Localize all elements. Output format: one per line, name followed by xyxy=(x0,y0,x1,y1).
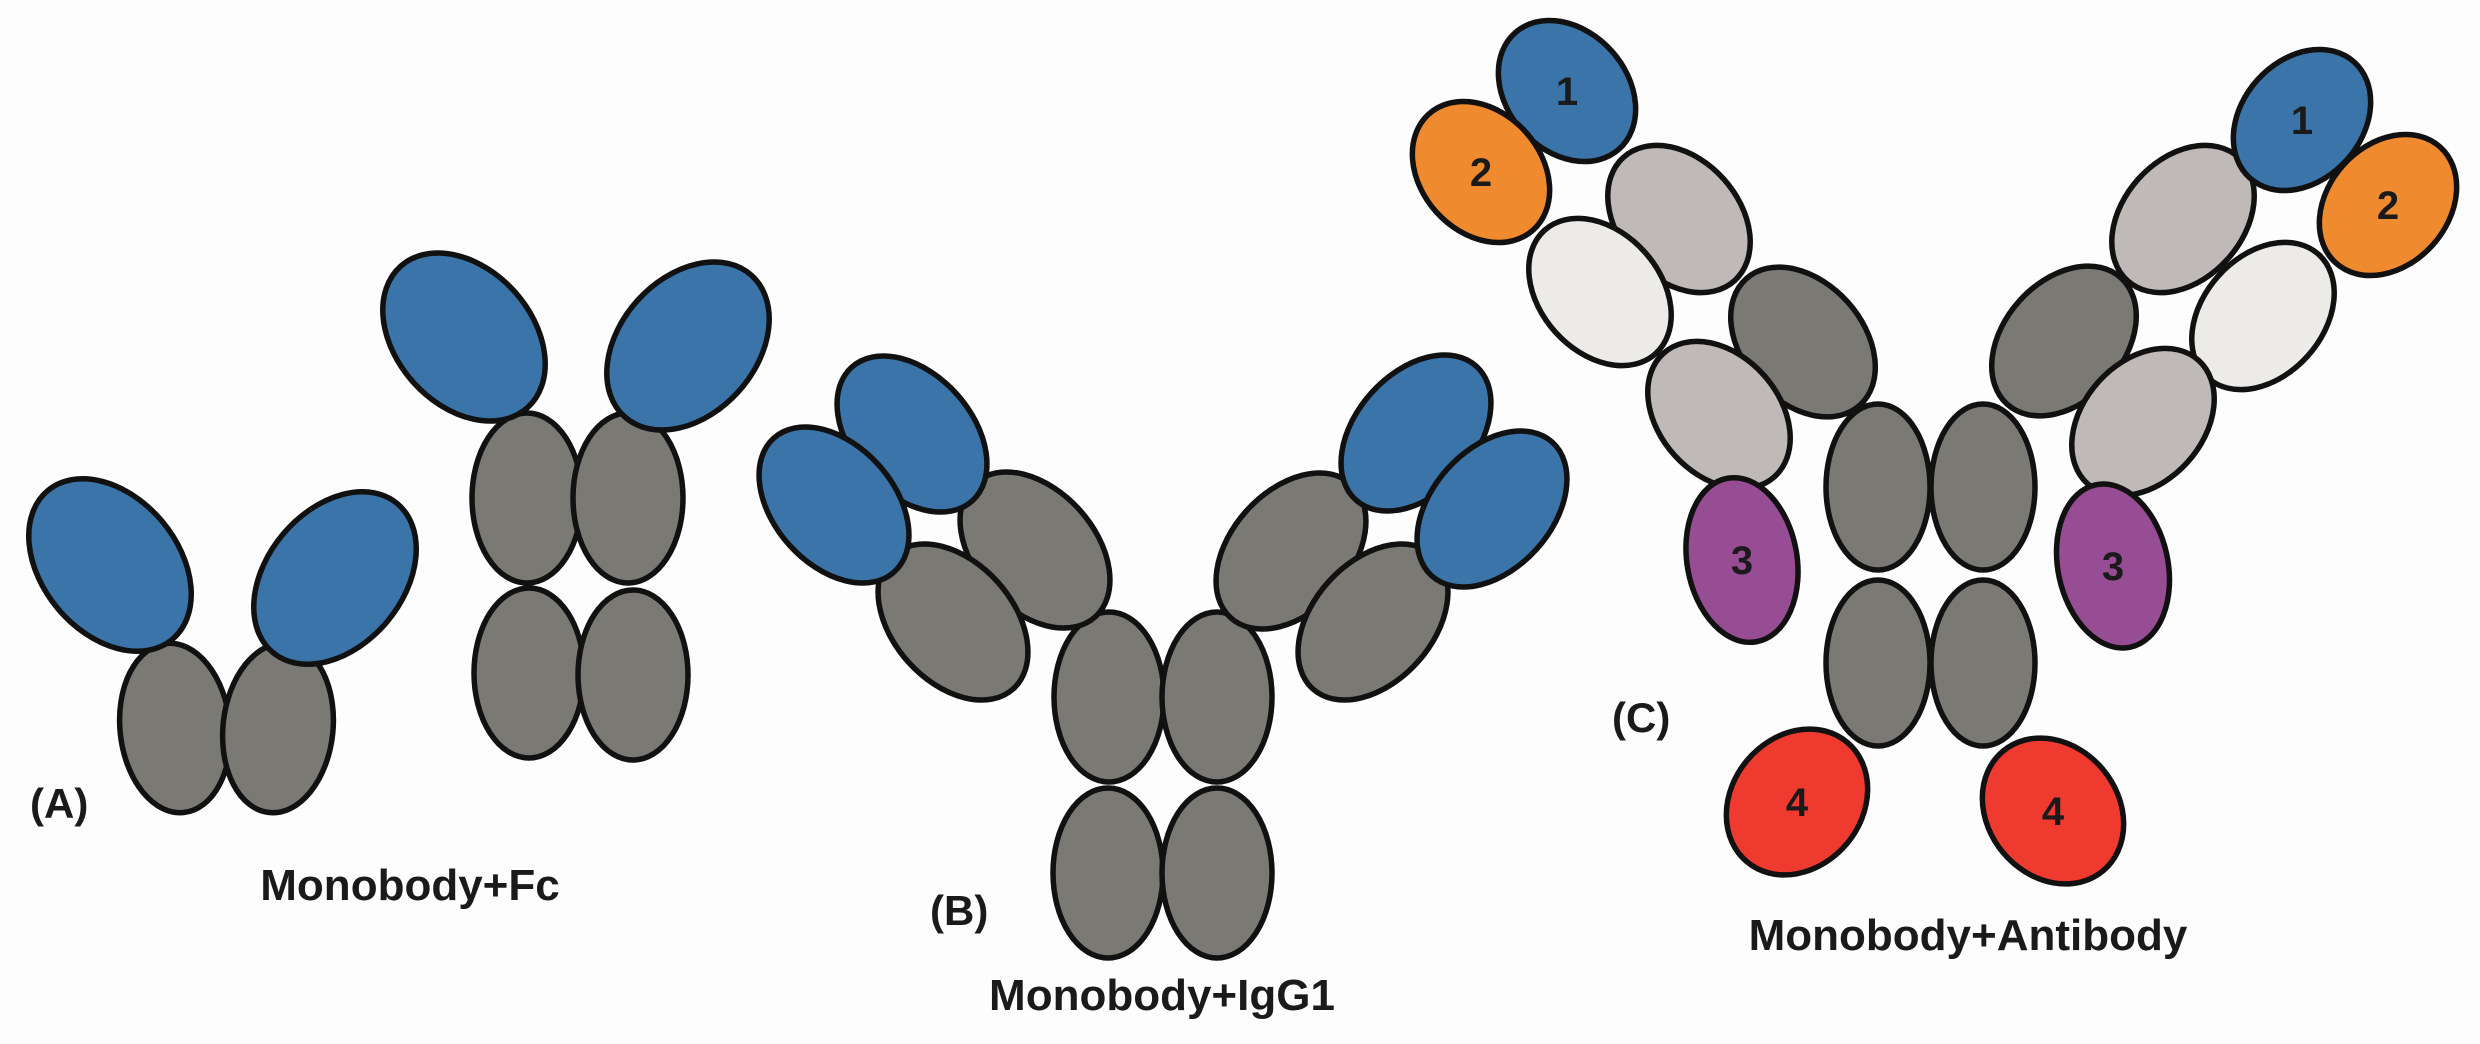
monobody-domain-4 xyxy=(1723,726,1871,878)
panel-b: (B) Monobody+IgG1 xyxy=(756,352,1570,1020)
domain-label-2: 2 xyxy=(2377,184,2399,228)
panel-a: (A) Monobody+Fc xyxy=(26,250,772,910)
fc-domain xyxy=(1823,401,1933,573)
domain-label-1: 1 xyxy=(2291,99,2313,143)
fc-domain xyxy=(1159,785,1275,961)
fc-domain xyxy=(1823,577,1933,749)
monobody-domain-3 xyxy=(2053,481,2173,651)
domain-label-4: 4 xyxy=(1786,781,1809,825)
panel-a-tag: (A) xyxy=(30,780,88,827)
monobody-domain xyxy=(604,259,772,433)
monobody-domain xyxy=(380,250,548,424)
monobody-domain xyxy=(1414,428,1570,590)
light-chain-domain xyxy=(1526,215,1674,369)
monobody-domain-4 xyxy=(1979,735,2127,887)
fc-domain xyxy=(471,585,587,761)
monobody-domain-2 xyxy=(2316,131,2460,279)
domain-label-1: 1 xyxy=(1556,70,1578,114)
panel-b-caption: Monobody+IgG1 xyxy=(989,971,1335,1020)
fc-domain xyxy=(1050,785,1166,961)
panel-b-tag: (B) xyxy=(930,887,988,934)
fc-domain xyxy=(469,410,585,586)
panel-c-tag: (C) xyxy=(1612,694,1670,741)
panel-c: 1 2 3 4 1 2 3 4 (C) Monobody+Antibody xyxy=(1409,17,2460,960)
fc-domain xyxy=(575,587,691,763)
fc-domain xyxy=(1051,609,1167,785)
domain-label-4: 4 xyxy=(2042,790,2065,834)
monobody-domain xyxy=(756,424,912,586)
domain-label-2: 2 xyxy=(1470,151,1492,195)
light-chain-domain xyxy=(1645,338,1793,492)
panel-a-caption: Monobody+Fc xyxy=(260,861,559,910)
monobody-domain xyxy=(26,476,194,654)
light-chain-domain xyxy=(2069,345,2217,499)
fc-domain xyxy=(570,410,686,586)
fc-domain xyxy=(1928,401,2038,573)
fc-domain xyxy=(1159,609,1275,785)
monobody-domain-2 xyxy=(1409,98,1553,246)
domain-label-3: 3 xyxy=(2102,545,2124,589)
fc-domain xyxy=(116,640,234,816)
monobody-domain xyxy=(251,489,419,667)
monobody-domain-3 xyxy=(1683,474,1801,646)
panel-c-caption: Monobody+Antibody xyxy=(1749,911,2188,960)
domain-label-3: 3 xyxy=(1731,539,1753,583)
fc-domain xyxy=(1928,577,2038,749)
